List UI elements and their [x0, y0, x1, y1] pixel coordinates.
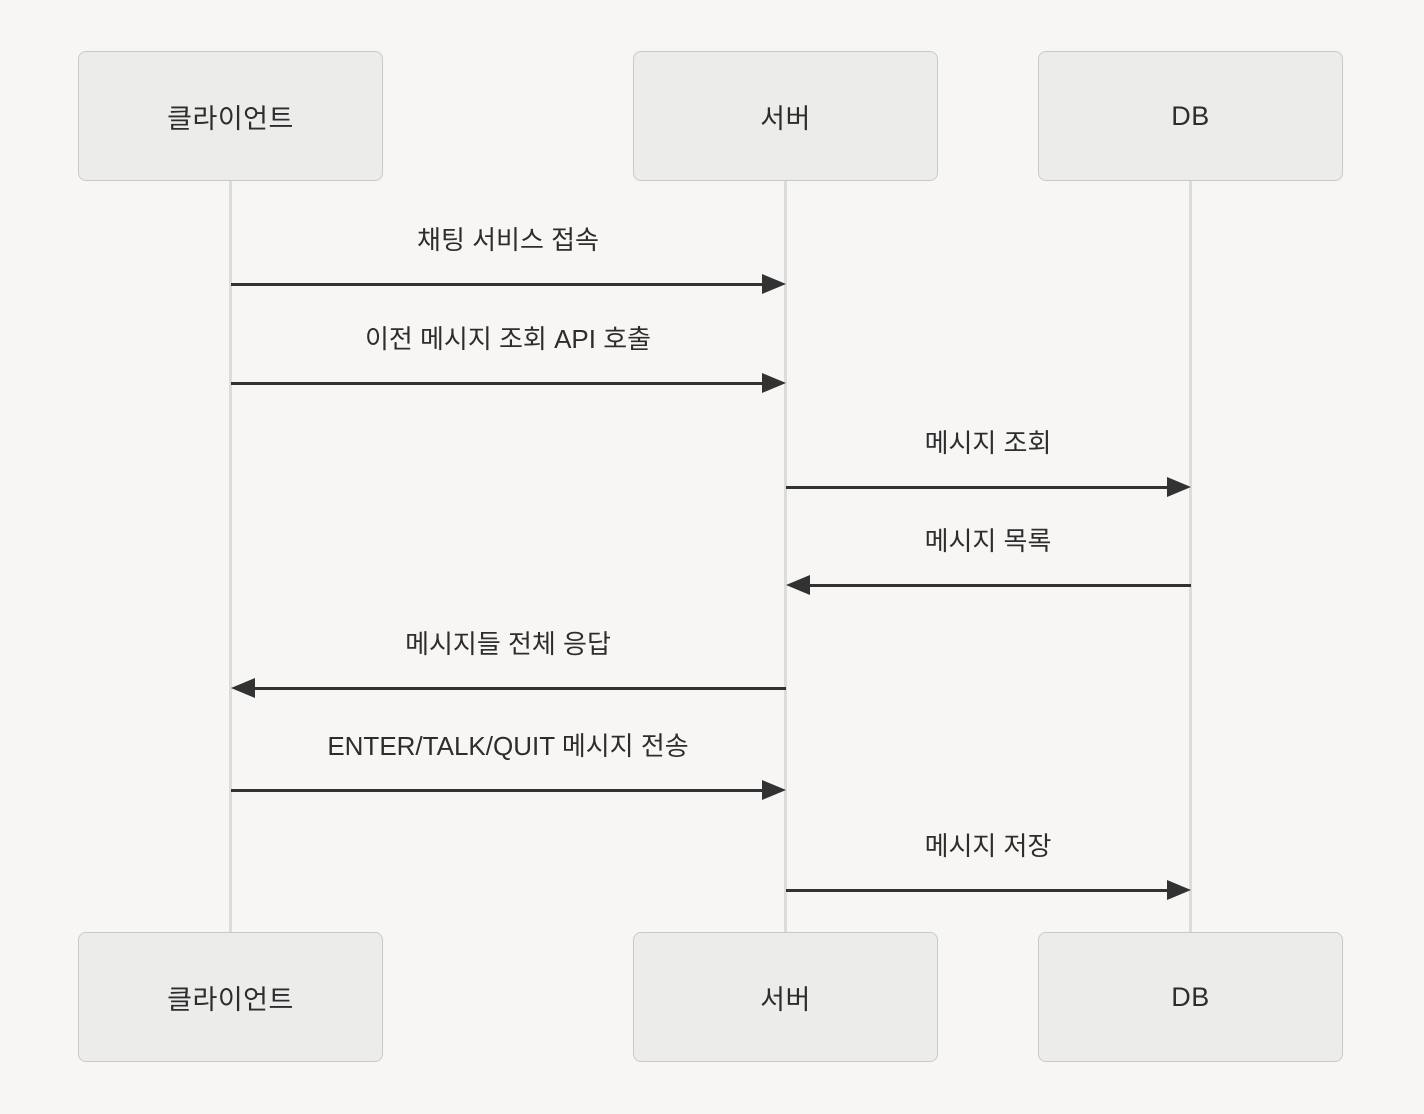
actor-label-db-bottom: DB	[1171, 981, 1210, 1012]
message-arrowhead	[230, 678, 255, 698]
message-arrowhead	[761, 780, 786, 800]
actor-label-db-top: DB	[1171, 100, 1210, 131]
message-label: 채팅 서비스 접속	[417, 225, 599, 255]
message-label: 메시지들 전체 응답	[405, 629, 611, 659]
actor-box-server-bottom: 서버	[633, 932, 938, 1062]
message-arrowhead	[1166, 477, 1191, 497]
actor-box-db-top: DB	[1038, 51, 1343, 181]
message-label: 메시지 목록	[924, 526, 1052, 556]
actor-label-client-bottom: 클라이언트	[167, 984, 294, 1015]
message-arrow-line	[809, 583, 1191, 587]
actor-label-server-bottom: 서버	[760, 984, 811, 1015]
message-label: 메시지 조회	[924, 428, 1052, 458]
message-arrowhead	[761, 274, 786, 294]
message-arrow-line	[785, 888, 1167, 892]
message-arrow-line	[254, 686, 786, 690]
actor-label-client-top: 클라이언트	[167, 103, 294, 134]
message-arrowhead	[761, 373, 786, 393]
message-arrowhead	[1166, 880, 1191, 900]
message-arrowhead	[785, 575, 810, 595]
actor-box-db-bottom: DB	[1038, 932, 1343, 1062]
actor-label-server-top: 서버	[760, 103, 811, 134]
message-label: 메시지 저장	[924, 831, 1052, 861]
lifeline-client	[229, 181, 232, 932]
message-label: 이전 메시지 조회 API 호출	[364, 324, 652, 354]
actor-box-server-top: 서버	[633, 51, 938, 181]
lifeline-server	[784, 181, 787, 932]
message-arrow-line	[230, 788, 762, 792]
message-arrow-line	[230, 282, 762, 286]
actor-box-client-bottom: 클라이언트	[78, 932, 383, 1062]
actor-box-client-top: 클라이언트	[78, 51, 383, 181]
message-arrow-line	[230, 381, 762, 385]
message-label: ENTER/TALK/QUIT 메시지 전송	[327, 731, 689, 761]
message-arrow-line	[785, 485, 1167, 489]
lifeline-db	[1189, 181, 1192, 932]
